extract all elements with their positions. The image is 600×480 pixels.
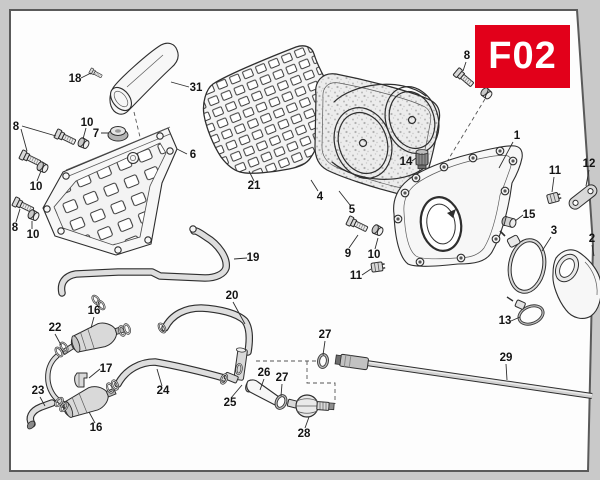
page-border — [9, 9, 595, 472]
part-20-vent-hose — [156, 304, 253, 356]
part-label: 3 — [551, 225, 557, 237]
part-17-clip — [74, 372, 88, 388]
part-label: 24 — [157, 385, 170, 397]
part-13-hose-clamp — [506, 296, 545, 326]
part-6-side-panel — [42, 126, 178, 256]
part-label: 4 — [317, 191, 324, 203]
part-label: 31 — [190, 82, 203, 94]
part-label: 11 — [350, 270, 363, 282]
part-label: 1 — [514, 130, 521, 142]
part-label: 5 — [349, 204, 356, 216]
part-label: 8 — [464, 50, 471, 62]
part-label: 10 — [27, 229, 40, 241]
part-15-plug — [501, 215, 517, 228]
part-5-filter-cage — [331, 83, 440, 180]
part-28-valve — [286, 394, 335, 418]
part-label: 17 — [100, 363, 113, 375]
part-label: 12 — [583, 158, 596, 170]
part-label: 10 — [81, 117, 94, 129]
part-27-clamp — [274, 394, 288, 410]
part-label: 19 — [247, 252, 260, 264]
leader-lines — [15, 61, 595, 429]
interconnect-hose-fill — [46, 354, 60, 402]
part-19-vent-hose — [57, 225, 230, 297]
part-label: 13 — [499, 315, 512, 327]
part-31-intake-snorkel — [109, 42, 179, 115]
part-label: 9 — [345, 248, 351, 260]
part-4-air-filter-foam — [314, 73, 441, 196]
part-24-vent-hose — [114, 358, 228, 388]
part-label: 21 — [248, 180, 261, 192]
part-7-grommet — [107, 126, 129, 142]
part-23-drain-hose — [26, 399, 56, 430]
part-label: 23 — [32, 385, 45, 397]
part-25-t-fitting — [218, 347, 248, 386]
part-label: 26 — [258, 367, 271, 379]
part-label: 16 — [90, 422, 103, 434]
part-label: 18 — [69, 73, 82, 85]
part-21-filter-grid — [202, 45, 336, 174]
part-label: 27 — [319, 329, 332, 341]
part-1-airbox-housing — [393, 145, 523, 267]
part-label: 8 — [12, 222, 19, 234]
part-16-valve-upper — [61, 322, 126, 355]
part-27-clamp — [317, 353, 329, 369]
part-3-clamp-ring — [499, 230, 547, 294]
part-12-bracket — [568, 184, 598, 210]
part-label: 8 — [13, 121, 20, 133]
part-label: 29 — [500, 352, 513, 364]
part-14-cap — [415, 149, 429, 169]
figure-code-badge: F02 — [475, 25, 570, 88]
part-label: 25 — [224, 397, 237, 409]
part-label: 14 — [400, 156, 413, 168]
part-label: 28 — [298, 428, 311, 440]
part-label: 6 — [190, 149, 196, 161]
part-number-labels: 18 31 8 10 7 6 10 8 10 21 4 5 9 10 11 14… — [12, 50, 596, 440]
part-label: 22 — [49, 322, 62, 334]
part-label: 7 — [93, 128, 99, 140]
part-label: 20 — [226, 290, 239, 302]
part-label: 2 — [589, 233, 595, 245]
part-label: 16 — [88, 305, 101, 317]
airbox-screw-holes — [393, 146, 518, 267]
part-label: 11 — [549, 165, 562, 177]
part-29-rod — [334, 353, 593, 399]
part-label: 10 — [368, 249, 381, 261]
part-label: 15 — [523, 209, 536, 221]
part-label: 10 — [30, 181, 43, 193]
figure-code: F02 — [488, 35, 557, 77]
part-label: 27 — [276, 372, 289, 384]
part-2-intake-boot — [552, 249, 600, 319]
